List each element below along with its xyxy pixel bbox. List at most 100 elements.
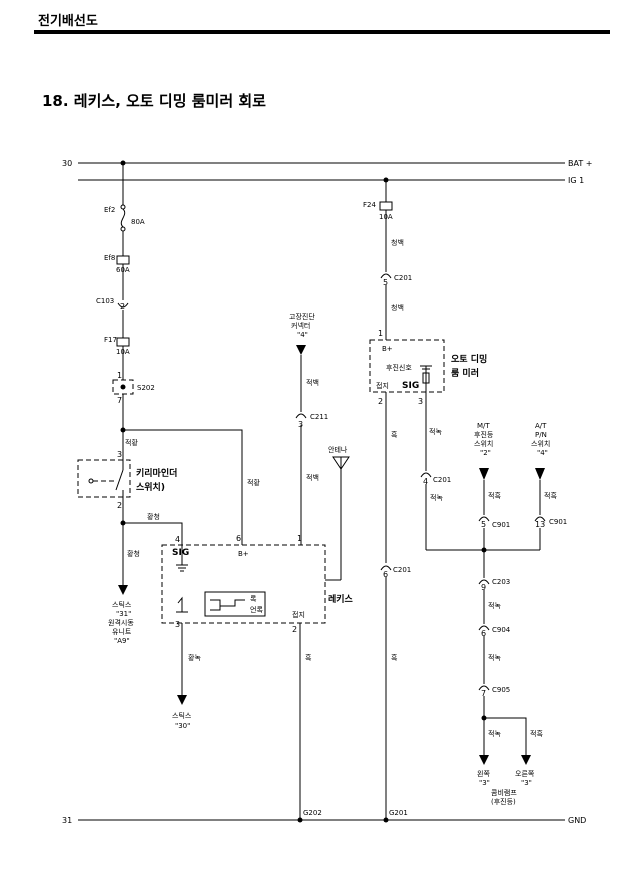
- arrow-right-lamp: [521, 755, 531, 765]
- svg-text:적녹: 적녹: [429, 427, 442, 436]
- svg-text:"30": "30": [175, 722, 190, 730]
- svg-text:3: 3: [117, 450, 122, 459]
- svg-text:GND: GND: [568, 816, 586, 825]
- connector-c103: 2 C103: [96, 297, 129, 311]
- svg-text:31: 31: [62, 816, 72, 825]
- svg-text:F17: F17: [104, 336, 117, 344]
- svg-text:키리마인더: 키리마인더: [136, 467, 177, 479]
- svg-text:1: 1: [117, 371, 122, 380]
- svg-text:1: 1: [297, 534, 302, 543]
- svg-text:2: 2: [378, 397, 383, 406]
- svg-text:"A9": "A9": [114, 637, 130, 645]
- svg-text:스위치: 스위치: [531, 439, 550, 448]
- svg-text:적백: 적백: [306, 473, 319, 482]
- svg-text:스틱스: 스틱스: [112, 600, 132, 609]
- fuse-f24: F24 10A: [363, 201, 393, 221]
- svg-text:적흑: 적흑: [530, 729, 543, 738]
- svg-text:C203: C203: [492, 578, 510, 586]
- svg-text:C905: C905: [492, 686, 510, 694]
- svg-text:접지: 접지: [292, 610, 305, 619]
- svg-text:5: 5: [383, 278, 388, 287]
- svg-text:B+: B+: [382, 345, 393, 353]
- at-pn-switch: A/T P/N 스위치 "4": [531, 422, 550, 480]
- svg-text:청백: 청백: [391, 303, 404, 312]
- svg-text:P/N: P/N: [535, 431, 547, 439]
- svg-text:흑: 흑: [305, 653, 312, 662]
- svg-text:적녹: 적녹: [488, 601, 501, 610]
- svg-text:13: 13: [535, 520, 545, 529]
- bat-rail: 30 BAT +: [62, 159, 592, 168]
- svg-text:4: 4: [175, 535, 180, 544]
- connector-c203: 9 C203: [478, 578, 510, 592]
- svg-text:언록: 언록: [250, 605, 263, 614]
- svg-text:G202: G202: [303, 809, 322, 817]
- svg-text:4: 4: [423, 477, 428, 486]
- svg-text:황청: 황청: [147, 512, 160, 521]
- svg-text:"4": "4": [297, 331, 308, 339]
- fuse-ef2: Ef2 80A: [104, 204, 145, 232]
- svg-text:스위치): 스위치): [136, 481, 165, 493]
- svg-text:2: 2: [292, 625, 297, 634]
- svg-text:BAT +: BAT +: [568, 159, 592, 168]
- svg-text:적백: 적백: [306, 378, 319, 387]
- svg-text:3: 3: [418, 397, 423, 406]
- svg-text:M/T: M/T: [477, 422, 490, 430]
- svg-text:C901: C901: [549, 518, 567, 526]
- svg-text:6: 6: [383, 570, 388, 579]
- rekes-module: 6 B+ 1 4 SIG 3 록 언록 접지 2 레키스: [161, 534, 354, 634]
- connector-c901-left: 5 C901: [478, 516, 510, 529]
- svg-text:C201: C201: [394, 274, 412, 282]
- svg-text:80A: 80A: [131, 218, 145, 226]
- combi-lamp-labels: 왼쪽 "3" 오른쪽 "3" 콤비램프 (후진등): [477, 769, 535, 806]
- label-stix30: 스틱스 "30": [172, 711, 192, 730]
- svg-text:"31": "31": [116, 610, 131, 618]
- svg-text:SIG: SIG: [402, 381, 419, 391]
- svg-text:Ef2: Ef2: [104, 206, 115, 214]
- svg-text:SIG: SIG: [172, 548, 189, 558]
- auto-dimming-mirror: 1 B+ 후진신호 접지 SIG 오토 디밍 룸 미러 2 3: [369, 329, 487, 406]
- svg-text:후진신호: 후진신호: [386, 363, 412, 372]
- header-rule: [34, 30, 610, 34]
- svg-text:"3": "3": [479, 779, 490, 787]
- svg-text:30: 30: [62, 159, 72, 168]
- svg-text:황청: 황청: [127, 549, 140, 558]
- gnd-rail: 31 GND: [62, 816, 586, 825]
- connector-c901-right: 13 C901: [534, 516, 567, 529]
- arrow-left-lamp: [479, 755, 489, 765]
- svg-text:록: 록: [250, 595, 257, 603]
- svg-text:후진등: 후진등: [474, 430, 494, 439]
- svg-text:9: 9: [481, 583, 486, 592]
- svg-text:(후진등): (후진등): [491, 797, 516, 806]
- key-reminder-switch: 3 2 키리마인더 스위치): [77, 450, 177, 510]
- connector-c201-mid: 4 C201: [420, 472, 451, 486]
- svg-text:청백: 청백: [391, 238, 404, 247]
- fuse-f17: F17 10A: [104, 336, 130, 356]
- svg-text:C201: C201: [393, 566, 411, 574]
- connector-c905: 7 C905: [478, 685, 510, 698]
- svg-text:흑: 흑: [391, 653, 398, 662]
- splice-s202: 1 7 S202: [112, 371, 155, 405]
- svg-text:콤비램프: 콤비램프: [491, 788, 517, 797]
- svg-text:7: 7: [481, 689, 486, 698]
- svg-text:고장진단: 고장진단: [289, 312, 315, 321]
- svg-text:B+: B+: [238, 550, 249, 558]
- svg-text:황녹: 황녹: [188, 653, 201, 662]
- connector-c904: 6 C904: [478, 625, 511, 638]
- svg-text:6: 6: [236, 534, 241, 543]
- svg-text:7: 7: [117, 396, 122, 405]
- svg-text:5: 5: [481, 520, 486, 529]
- diag-connector: 고장진단 커넥터 "4": [289, 312, 315, 355]
- page-header: 전기배선도: [38, 14, 98, 29]
- svg-text:A/T: A/T: [535, 422, 547, 430]
- svg-text:G201: G201: [389, 809, 408, 817]
- svg-text:C201: C201: [433, 476, 451, 484]
- svg-text:접지: 접지: [376, 381, 389, 390]
- svg-text:C103: C103: [96, 297, 114, 305]
- svg-text:6: 6: [481, 629, 486, 638]
- svg-text:"2": "2": [480, 449, 491, 457]
- svg-text:"4": "4": [537, 449, 548, 457]
- svg-text:3: 3: [298, 420, 303, 429]
- svg-text:커넥터: 커넥터: [291, 321, 310, 330]
- arrow-stix30: [177, 695, 187, 705]
